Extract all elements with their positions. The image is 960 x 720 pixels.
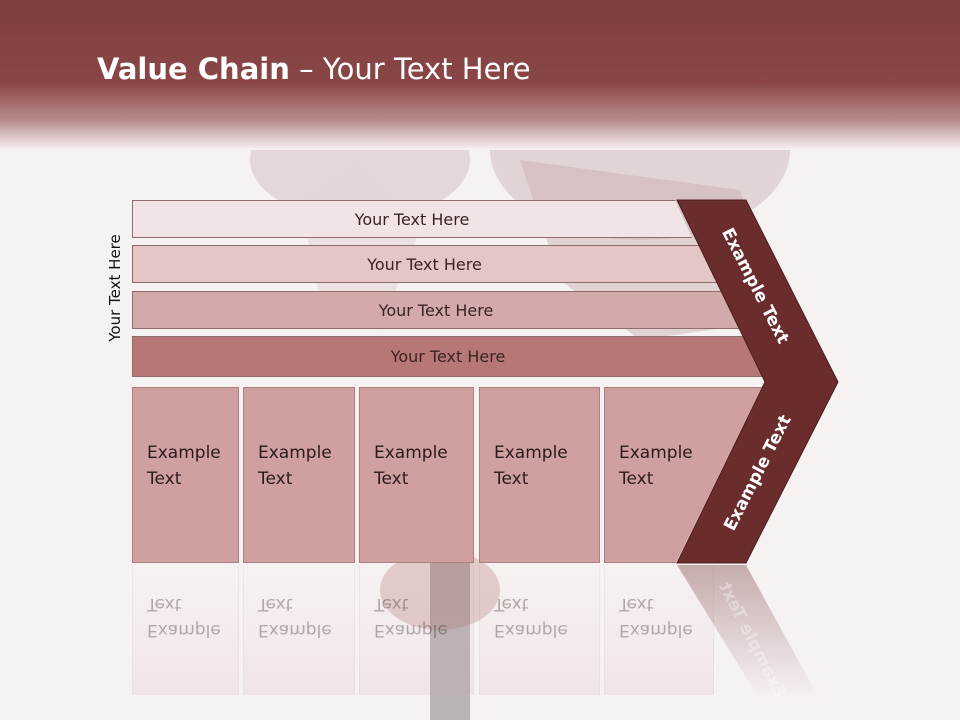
column-line1: Example — [258, 443, 332, 463]
header-band — [0, 0, 960, 150]
value-row-label: Your Text Here — [378, 300, 494, 320]
column-line2: Text — [147, 469, 182, 489]
column-line2: Text — [619, 469, 654, 489]
column-line1: Example — [374, 443, 448, 463]
title-bold: Value Chain — [97, 52, 290, 86]
value-row-1[interactable]: Your Text Here — [132, 200, 692, 238]
value-row-label: Your Text Here — [390, 347, 506, 366]
column-line1: Example — [494, 443, 568, 463]
column-line1: Example — [619, 443, 693, 463]
column-line2: Text — [258, 469, 293, 489]
chevron-reflection — [677, 565, 820, 700]
value-row-label: Your Text Here — [367, 254, 482, 274]
value-row-2[interactable]: Your Text Here — [132, 245, 717, 283]
title-rest: – Your Text Here — [289, 52, 531, 86]
value-row-label: Your Text Here — [354, 209, 470, 229]
page-title: Value Chain – Your Text Here — [97, 52, 531, 86]
column-line2: Text — [494, 469, 529, 489]
column-line2: Text — [374, 469, 409, 489]
column-line1: Example — [147, 443, 221, 463]
value-row-4[interactable]: Your Text Here — [132, 336, 764, 377]
